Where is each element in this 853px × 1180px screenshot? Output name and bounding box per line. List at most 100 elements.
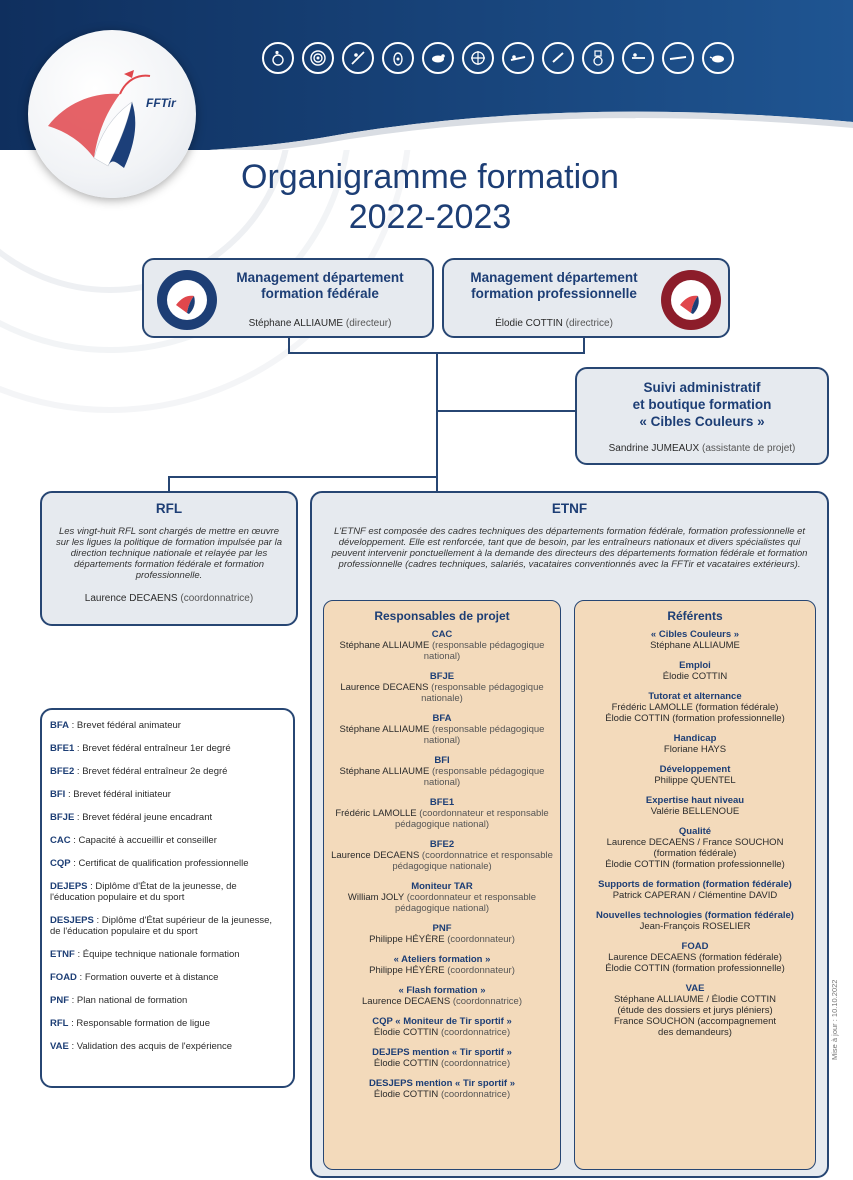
- referents-title: Référents: [667, 609, 723, 623]
- referent-label: Handicap: [673, 733, 717, 744]
- glossary-abbr: FOAD: [50, 972, 77, 983]
- projet-person-line: Philippe HÉYÈRE (coordonnateur): [324, 965, 560, 976]
- projet-item: « Flash formation »Laurence DECAENS (coo…: [324, 985, 560, 1007]
- projet-person-line: Élodie COTTIN (coordonnatrice): [324, 1089, 560, 1100]
- mgmt-federal-box: Management département formation fédéral…: [142, 258, 434, 338]
- projet-label: BFJE: [429, 671, 455, 682]
- formation-professionnelle-stamp: [661, 270, 721, 330]
- referent-line: France SOUCHON (accompagnement: [613, 1016, 777, 1027]
- projet-person: Philippe HÉYÈRE: [369, 934, 445, 945]
- referent-line: Élodie COTTIN (formation professionnelle…: [605, 963, 785, 974]
- glossary-definition: Diplôme d'État de la jeunesse, de l'éduc…: [50, 881, 237, 903]
- mgmt-federal-role: (directeur): [345, 318, 392, 329]
- projet-label: BFE1: [429, 797, 455, 808]
- page-title: Organigramme formation: [241, 158, 619, 196]
- admin-title-line2: et boutique formation: [632, 397, 772, 412]
- connector: [168, 476, 438, 478]
- discipline-icons: [262, 42, 734, 74]
- referent-label: Développement: [659, 764, 731, 775]
- glossary-item: BFJE : Brevet fédéral jeune encadrant: [50, 812, 213, 823]
- referent-line: Laurence DECAENS / France SOUCHON: [606, 837, 784, 848]
- referent-label: VAE: [685, 983, 705, 994]
- projet-label: PNF: [432, 923, 452, 934]
- connector: [583, 336, 585, 354]
- projet-person-line: Élodie COTTIN (coordonnatrice): [324, 1027, 560, 1038]
- glossary-item: CQP : Certificat de qualification profes…: [50, 858, 249, 869]
- fftir-logo: FFTir: [28, 30, 196, 198]
- background-arcs: [0, 150, 411, 413]
- mgmt-pro-title-line2: formation professionnelle: [471, 286, 637, 301]
- prone-rifle-icon: [662, 42, 694, 74]
- mgmt-federal-title-line1: Management département: [236, 270, 404, 285]
- referent-label: Supports de formation (formation fédéral…: [598, 879, 792, 890]
- glossary-abbr: BFI: [50, 789, 66, 800]
- prone-shooter-icon: [502, 42, 534, 74]
- mgmt-pro-person: Élodie COTTIN: [495, 318, 563, 329]
- projet-person-line: Stéphane ALLIAUME (responsable pédagogiq…: [324, 766, 560, 788]
- glossary-item: FOAD : Formation ouverte et à distance: [50, 972, 219, 983]
- referent-line: (formation fédérale): [653, 848, 737, 859]
- formation-federale-stamp: [157, 270, 217, 330]
- referent-line: Floriane HAYS: [663, 744, 727, 755]
- glossary-definition: Responsable formation de ligue: [76, 1018, 211, 1029]
- mgmt-federal-title-line2: formation fédérale: [261, 286, 379, 301]
- wheelchair-shooter-icon: [262, 42, 294, 74]
- referent-label: Qualité: [678, 826, 712, 837]
- projets-title: Responsables de projet: [374, 609, 510, 623]
- projet-role: (coordonnateur et responsable pédagogiqu…: [394, 892, 537, 914]
- projet-role: (coordonnatrice): [440, 1058, 511, 1069]
- projet-role: (coordonnateur): [447, 934, 515, 945]
- referent-line: Laurence DECAENS (formation fédérale): [608, 952, 782, 963]
- referent-line: Jean-François ROSELIER: [639, 921, 751, 932]
- projet-role: (coordonnateur): [447, 965, 515, 976]
- projet-person: Élodie COTTIN: [373, 1027, 439, 1038]
- glossary-abbr: CQP: [50, 858, 71, 869]
- projet-label: « Flash formation »: [398, 985, 486, 996]
- header-banner: [0, 0, 853, 150]
- glossary-item: BFA : Brevet fédéral animateur: [50, 720, 181, 731]
- projet-item: DEJEPS mention « Tir sportif »Élodie COT…: [324, 1047, 560, 1069]
- glossary-item: DESJEPS : Diplôme d'État supérieur de la…: [50, 915, 273, 937]
- glossary-definition: Diplôme d'État supérieur de la jeunesse,…: [50, 915, 273, 937]
- glossary-abbr: BFJE: [50, 812, 75, 823]
- glossary-abbr: PNF: [50, 995, 69, 1006]
- referent-line: Élodie COTTIN (formation professionnelle…: [605, 713, 785, 724]
- projet-person: Élodie COTTIN: [373, 1058, 439, 1069]
- rfl-role: (coordonnatrice): [180, 593, 254, 604]
- projet-person-line: Laurence DECAENS (coordonnatrice et resp…: [324, 850, 560, 872]
- referent-line: Philippe QUENTEL: [654, 775, 736, 786]
- projet-person: Laurence DECAENS: [362, 996, 451, 1007]
- referent-line: Élodie COTTIN: [662, 671, 728, 682]
- glossary-item: CAC : Capacité à accueillir et conseille…: [50, 835, 217, 846]
- glossary-item: VAE : Validation des acquis de l'expérie…: [50, 1041, 233, 1052]
- target-icon: [302, 42, 334, 74]
- projet-label: CQP « Moniteur de Tir sportif »: [372, 1016, 512, 1027]
- pistol-icon: [542, 42, 574, 74]
- referent-line: des demandeurs): [658, 1027, 732, 1038]
- projet-item: DESJEPS mention « Tir sportif »Élodie CO…: [324, 1078, 560, 1100]
- projet-label: BFA: [432, 713, 452, 724]
- projet-person-line: Stéphane ALLIAUME (responsable pédagogiq…: [324, 724, 560, 746]
- projet-person-line: Philippe HÉYÈRE (coordonnateur): [324, 934, 560, 945]
- glossary-abbr: DESJEPS: [50, 915, 94, 926]
- mgmt-pro-title-line1: Management département: [470, 270, 638, 285]
- glossary-abbr: CAC: [50, 835, 71, 846]
- glossary-abbr: RFL: [50, 1018, 69, 1029]
- glossary-definition: Validation des acquis de l'expérience: [76, 1041, 233, 1052]
- animal-target-icon: [422, 42, 454, 74]
- projet-role: (coordonnatrice): [440, 1027, 511, 1038]
- rifle-kneeling-icon: [342, 42, 374, 74]
- referent-item: Nouvelles technologies (formation fédéra…: [575, 910, 815, 932]
- rfl-person: Laurence DECAENS: [84, 593, 178, 604]
- projet-label: BFI: [434, 755, 450, 766]
- referent-label: FOAD: [681, 941, 709, 952]
- referent-label: « Cibles Couleurs »: [650, 629, 740, 640]
- projet-person: Stéphane ALLIAUME: [339, 640, 430, 651]
- glossary-abbr: BFA: [50, 720, 69, 731]
